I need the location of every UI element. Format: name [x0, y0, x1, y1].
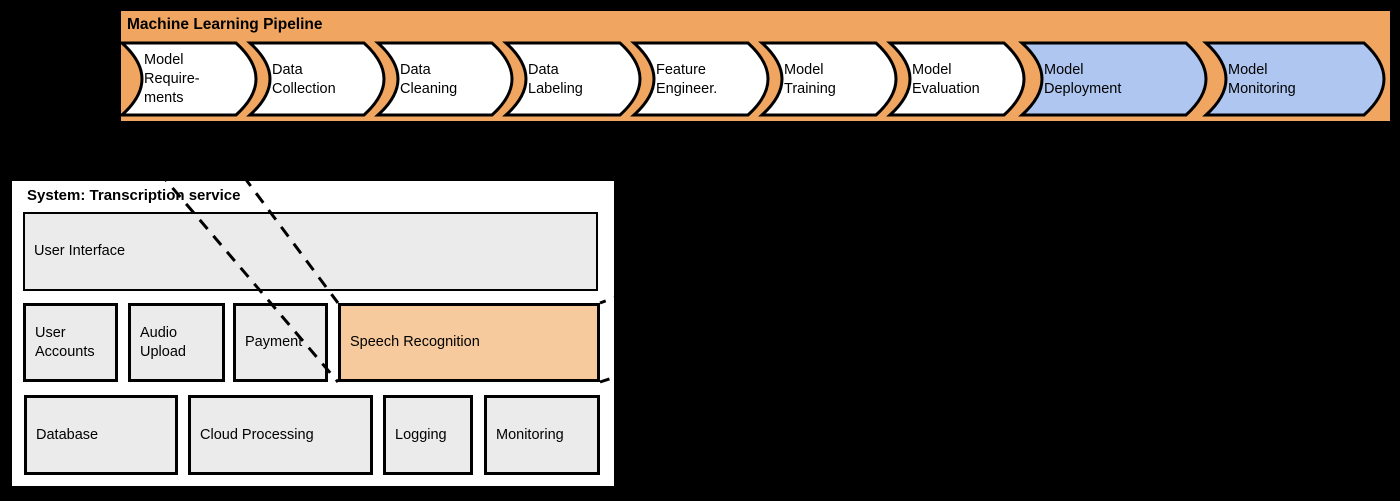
component-cloud-processing: Cloud Processing — [188, 395, 373, 475]
stage-shape-data-cleaning — [374, 41, 514, 117]
stage-label-feature-engineering: Feature Engineer. — [656, 61, 718, 97]
component-audio-upload: Audio Upload — [128, 303, 225, 382]
ml-pipeline-panel: Machine Learning Pipeline Model Require-… — [118, 8, 1393, 124]
stage-label-data-collection: Data Collection — [272, 61, 336, 97]
stage-label-model-training: Model Training — [784, 61, 836, 97]
stage-label-model-evaluation: Model Evaluation — [912, 61, 980, 97]
component-payment: Payment — [233, 303, 328, 382]
component-database: Database — [24, 395, 178, 475]
stage-label-model-requirements: Model Require- ments — [144, 52, 200, 106]
stage-label-model-monitoring: Model Monitoring — [1228, 61, 1296, 97]
component-user-accounts: User Accounts — [23, 303, 118, 382]
callout-line-bottom-right — [599, 122, 1394, 384]
stage-label-model-deployment: Model Deployment — [1044, 61, 1122, 97]
stage-label-data-labeling: Data Labeling — [528, 61, 583, 97]
component-user-interface: User Interface — [23, 212, 598, 291]
stage-label-data-cleaning: Data Cleaning — [400, 61, 458, 97]
system-title: System: Transcription service — [27, 187, 241, 204]
component-speech-recognition: Speech Recognition — [338, 303, 600, 382]
component-monitoring: Monitoring — [484, 395, 600, 475]
system-panel: System: Transcription service User Inter… — [9, 178, 617, 489]
component-logging: Logging — [383, 395, 473, 475]
